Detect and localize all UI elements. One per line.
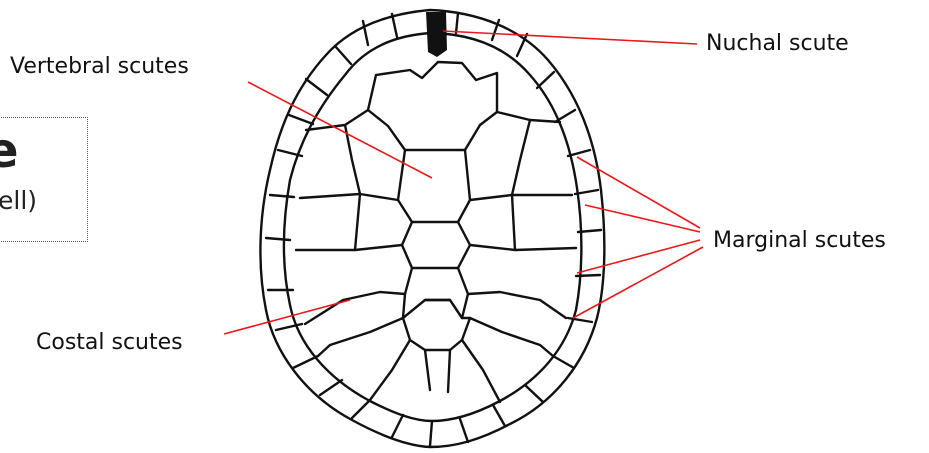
costal-leader-line bbox=[224, 300, 350, 334]
label-marginal-scutes: Marginal scutes bbox=[713, 230, 886, 252]
label-nuchal-scute: Nuchal scute bbox=[706, 33, 849, 55]
marginal-inner-boundary bbox=[284, 33, 581, 421]
marginal-leader-line-3 bbox=[577, 240, 700, 273]
vertebral-scutes-outline bbox=[398, 150, 470, 392]
marginal-leader-line-4 bbox=[573, 247, 703, 318]
shell-outer-outline bbox=[260, 10, 604, 447]
leader-lines bbox=[224, 31, 703, 334]
label-costal-scutes: Costal scutes bbox=[36, 332, 183, 354]
vertebral-leader-line bbox=[248, 82, 432, 178]
marginal-scute-dividers bbox=[266, 13, 601, 446]
nuchal-scute bbox=[426, 12, 447, 57]
costal-scutes-outline bbox=[296, 110, 576, 402]
label-vertebral-scutes: Vertebral scutes bbox=[10, 56, 189, 78]
first-vertebral-outline bbox=[368, 62, 497, 150]
